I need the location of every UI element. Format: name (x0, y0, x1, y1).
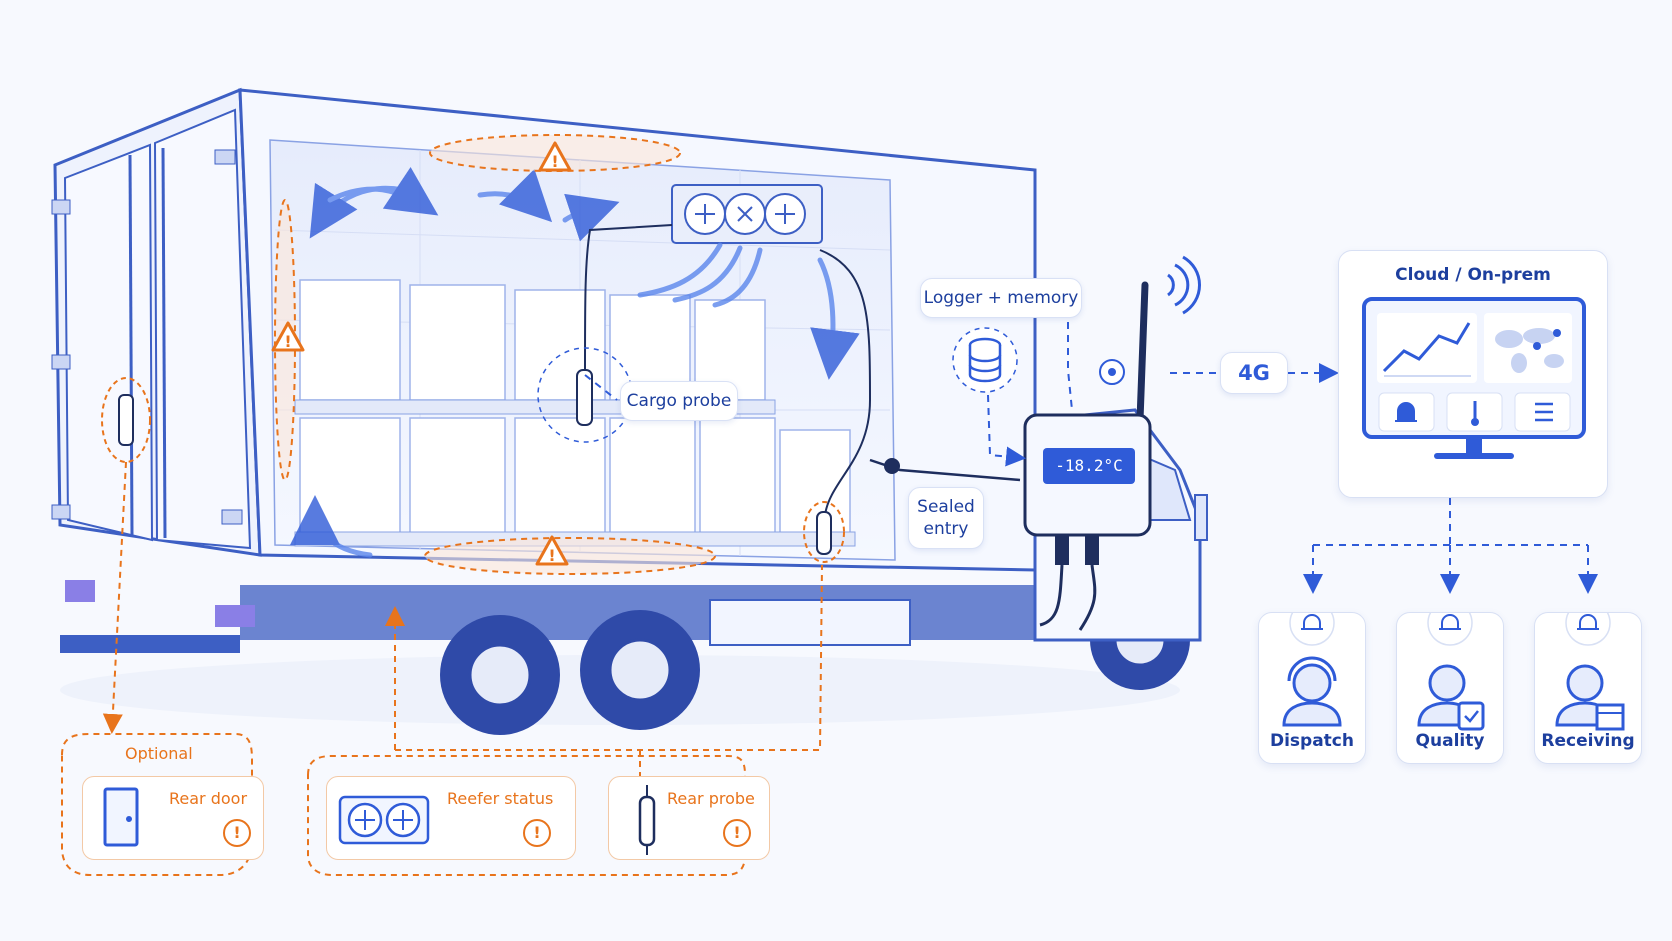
sensor-reefer-status-label: Reefer status (447, 789, 554, 808)
cargo-probe-label: Cargo probe (620, 381, 738, 421)
sensor-rear-door-label: Rear door (169, 789, 248, 808)
svg-text:!: ! (548, 546, 555, 565)
sensor-rear-door: Rear door ! (82, 776, 264, 860)
svg-text:!: ! (551, 152, 558, 171)
sensor-rear-probe-label: Rear probe (667, 789, 755, 808)
monitor-icon (1362, 297, 1586, 459)
receiving-person-icon (1555, 613, 1625, 731)
role-receiving-label: Receiving (1541, 731, 1635, 751)
cargo-probe-text: Cargo probe (626, 391, 732, 411)
sealed-entry-line2: entry (923, 519, 969, 539)
door-icon (103, 787, 139, 847)
door-sensor (101, 377, 151, 463)
role-card-dispatch: Dispatch (1258, 612, 1366, 764)
sensor-rear-probe: Rear probe ! (608, 776, 770, 860)
optional-label: Optional (125, 744, 193, 763)
cloud-title: Cloud / On-prem (1395, 265, 1551, 285)
logger-memory-label: Logger + memory (920, 278, 1082, 318)
database-icon (952, 327, 1018, 393)
alert-icon: ! (223, 819, 251, 847)
sealed-entry-line1: Sealed (917, 497, 975, 517)
warning-icon: ! ! ! (271, 141, 572, 566)
data-logger (1023, 413, 1152, 631)
reefer-unit (671, 184, 823, 244)
truck: ! ! ! (51, 87, 1208, 735)
sensor-reefer-status: Reefer status ! (326, 776, 576, 860)
sealed-entry-label: Sealed entry (908, 487, 984, 549)
cloud-panel: Cloud / On-prem (1338, 250, 1608, 498)
role-card-receiving: Receiving (1534, 612, 1642, 764)
alert-icon: ! (523, 819, 551, 847)
logger-memory-text: Logger + memory (923, 288, 1079, 308)
reefer-unit-icon (338, 795, 430, 845)
probe-icon (638, 785, 656, 855)
signal-icon (1167, 255, 1201, 315)
quality-person-icon (1417, 613, 1485, 731)
alert-icon: ! (723, 819, 751, 847)
cargo-probe (537, 224, 673, 443)
rear-probe (803, 249, 872, 563)
logger-temperature-display: -18.2°C (1055, 456, 1123, 475)
network-4g-text: 4G (1238, 361, 1270, 385)
svg-text:!: ! (284, 332, 291, 351)
network-4g-label: 4G (1220, 352, 1288, 394)
role-quality-label: Quality (1415, 731, 1485, 751)
role-dispatch-label: Dispatch (1269, 731, 1354, 751)
role-card-quality: Quality (1396, 612, 1504, 764)
headset-person-icon (1282, 613, 1342, 727)
power-icon (1099, 359, 1125, 385)
